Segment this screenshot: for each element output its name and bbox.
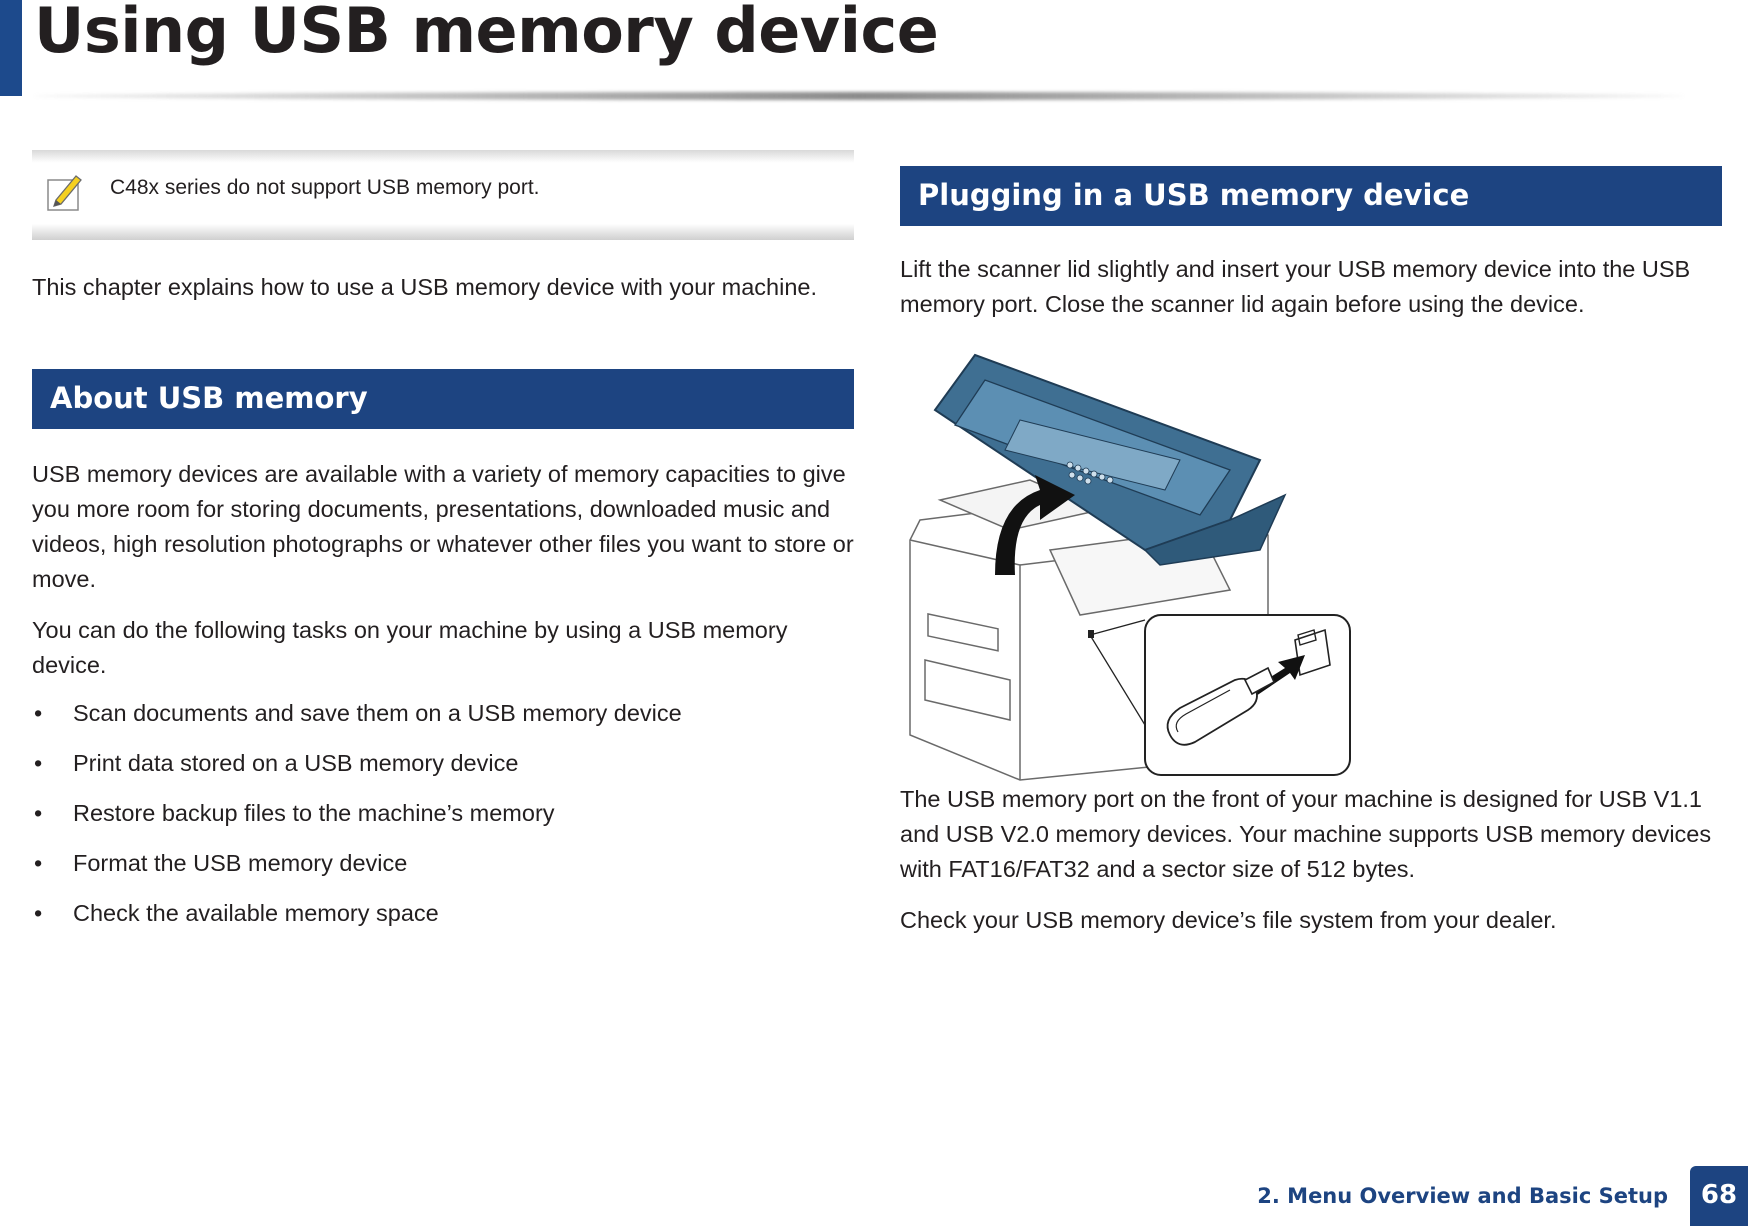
page-title: Using USB memory device [34,0,939,67]
about-paragraph-1: USB memory devices are available with a … [32,461,854,592]
right-column: Plugging in a USB memory device Lift the… [900,166,1722,938]
scanner-lid [933,353,1287,566]
tasks-list: •Scan documents and save them on a USB m… [32,696,854,931]
list-item: •Print data stored on a USB memory devic… [34,750,519,776]
about-paragraph-2: You can do the following tasks on your m… [32,617,788,678]
plugging-paragraph-3: Check your USB memory device’s file syst… [900,907,1557,933]
usb-stick-icon [1166,666,1276,746]
section-header-about-usb-memory: About USB memory [32,369,854,429]
section-header-plugging-usb: Plugging in a USB memory device [900,166,1722,226]
list-item: •Scan documents and save them on a USB m… [34,700,682,726]
plugging-paragraph-1: Lift the scanner lid slightly and insert… [900,256,1691,317]
note-text: C48x series do not support USB memory po… [110,176,540,199]
usb-port-icon [1297,629,1317,646]
title-underline [34,92,1684,100]
page-number-badge: 68 [1690,1166,1748,1226]
pencil-note-icon [47,175,82,211]
list-item: •Restore backup files to the machine’s m… [34,800,555,826]
plugging-paragraph-2: The USB memory port on the front of your… [900,786,1712,882]
list-item: •Check the available memory space [34,900,439,926]
usb-inset-callout [1088,614,1351,776]
lift-arrow-icon [995,475,1075,575]
note-box: C48x series do not support USB memory po… [32,150,854,240]
left-column: C48x series do not support USB memory po… [32,150,854,946]
printer-usb-illustration [909,353,1351,781]
title-accent-bar [0,0,22,96]
footer-chapter-label: 2. Menu Overview and Basic Setup [1257,1184,1668,1208]
intro-paragraph: This chapter explains how to use a USB m… [32,274,817,300]
list-item: •Format the USB memory device [34,850,408,876]
